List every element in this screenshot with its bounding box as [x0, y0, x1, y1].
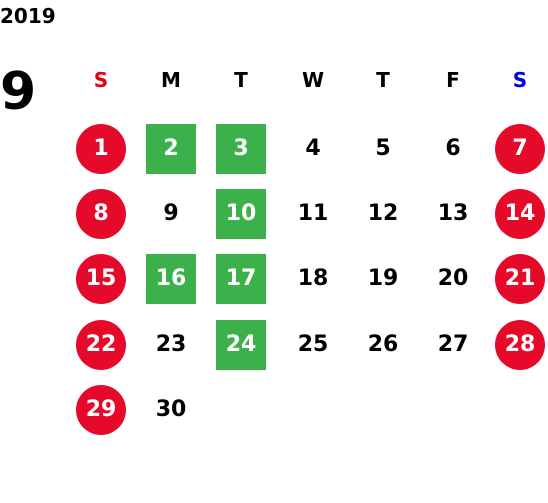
day-cell-27[interactable]: 27: [437, 332, 469, 357]
day-cell-29[interactable]: 29: [76, 385, 126, 435]
day-cell-17[interactable]: 17: [216, 254, 266, 304]
day-cell-10[interactable]: 10: [216, 189, 266, 239]
weekday-tuesday: T: [234, 68, 248, 92]
day-cell-11[interactable]: 11: [297, 201, 329, 226]
day-cell-24[interactable]: 24: [216, 320, 266, 370]
day-cell-18[interactable]: 18: [297, 266, 329, 291]
weekday-sunday: S: [93, 68, 109, 92]
day-cell-5[interactable]: 5: [375, 136, 391, 161]
day-cell-30[interactable]: 30: [155, 397, 187, 422]
day-cell-7[interactable]: 7: [495, 124, 545, 174]
weekday-thursday: T: [376, 68, 390, 92]
day-cell-6[interactable]: 6: [445, 136, 461, 161]
day-cell-22[interactable]: 22: [76, 320, 126, 370]
day-cell-1[interactable]: 1: [76, 124, 126, 174]
day-cell-16[interactable]: 16: [146, 254, 196, 304]
weekday-wednesday: W: [301, 68, 325, 92]
year-label: 2019: [0, 4, 56, 28]
month-label: 9: [0, 62, 37, 122]
weekday-saturday: S: [512, 68, 528, 92]
day-cell-13[interactable]: 13: [437, 201, 469, 226]
day-cell-3[interactable]: 3: [216, 124, 266, 174]
day-cell-21[interactable]: 21: [495, 254, 545, 304]
day-cell-23[interactable]: 23: [155, 332, 187, 357]
day-cell-26[interactable]: 26: [367, 332, 399, 357]
weekday-friday: F: [446, 68, 460, 92]
day-cell-20[interactable]: 20: [437, 266, 469, 291]
day-cell-2[interactable]: 2: [146, 124, 196, 174]
day-cell-19[interactable]: 19: [367, 266, 399, 291]
day-cell-9[interactable]: 9: [163, 201, 179, 226]
day-cell-12[interactable]: 12: [367, 201, 399, 226]
day-cell-25[interactable]: 25: [297, 332, 329, 357]
day-cell-28[interactable]: 28: [495, 320, 545, 370]
weekday-monday: M: [161, 68, 181, 92]
day-cell-8[interactable]: 8: [76, 189, 126, 239]
day-cell-15[interactable]: 15: [76, 254, 126, 304]
day-cell-4[interactable]: 4: [305, 136, 321, 161]
day-cell-14[interactable]: 14: [495, 189, 545, 239]
